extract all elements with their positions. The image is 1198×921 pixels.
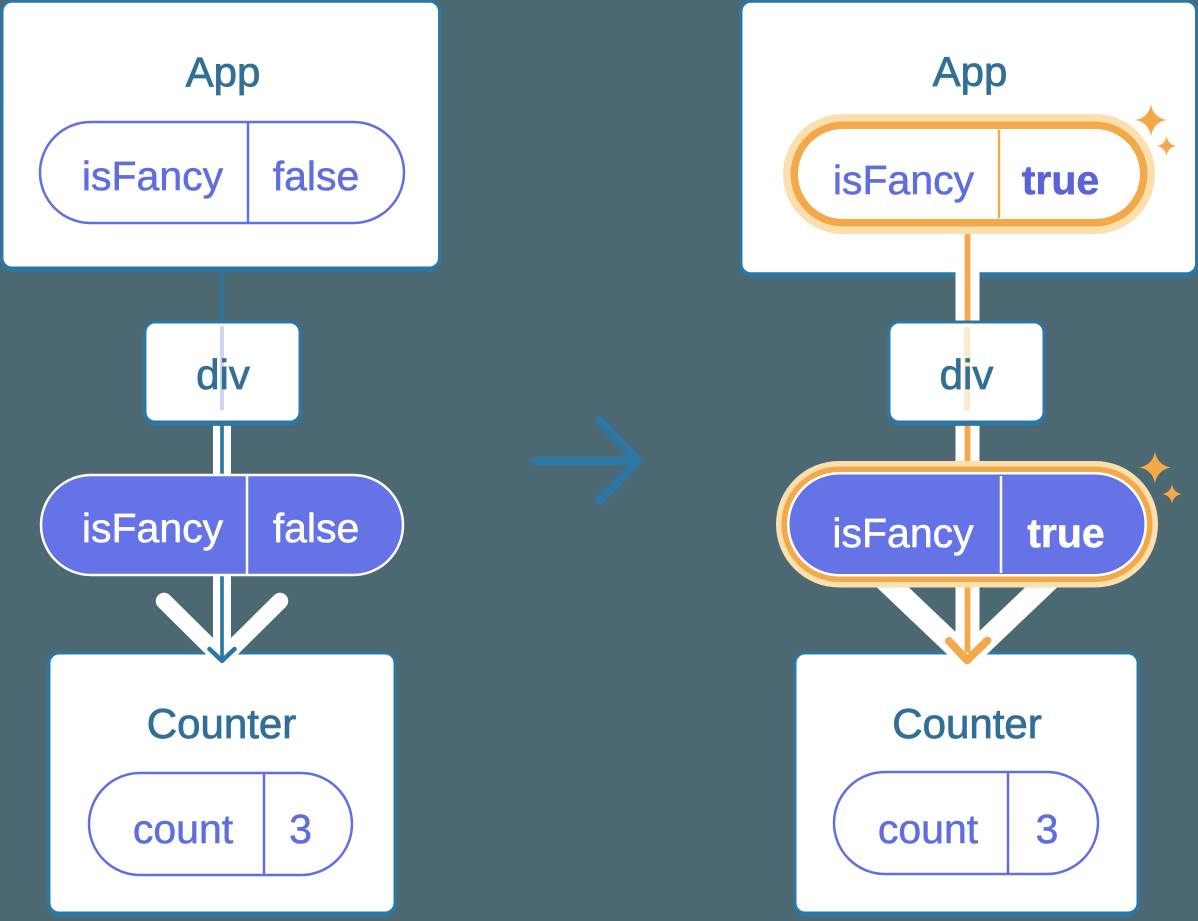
- svg-text:div: div: [940, 351, 994, 398]
- svg-text:isFancy: isFancy: [82, 153, 224, 199]
- svg-text:count: count: [878, 806, 979, 852]
- svg-text:false: false: [273, 505, 360, 551]
- svg-text:isFancy: isFancy: [833, 157, 975, 203]
- svg-text:Counter: Counter: [892, 700, 1041, 747]
- svg-text:true: true: [1022, 157, 1099, 203]
- svg-text:isFancy: isFancy: [832, 510, 974, 556]
- svg-text:false: false: [273, 153, 360, 199]
- svg-text:3: 3: [289, 806, 312, 852]
- svg-text:App: App: [186, 49, 261, 96]
- svg-text:isFancy: isFancy: [82, 505, 224, 551]
- svg-text:3: 3: [1036, 806, 1059, 852]
- svg-text:count: count: [133, 806, 234, 852]
- svg-text:Counter: Counter: [147, 700, 296, 747]
- svg-text:true: true: [1027, 510, 1104, 556]
- svg-text:div: div: [196, 351, 250, 398]
- svg-text:App: App: [933, 48, 1008, 95]
